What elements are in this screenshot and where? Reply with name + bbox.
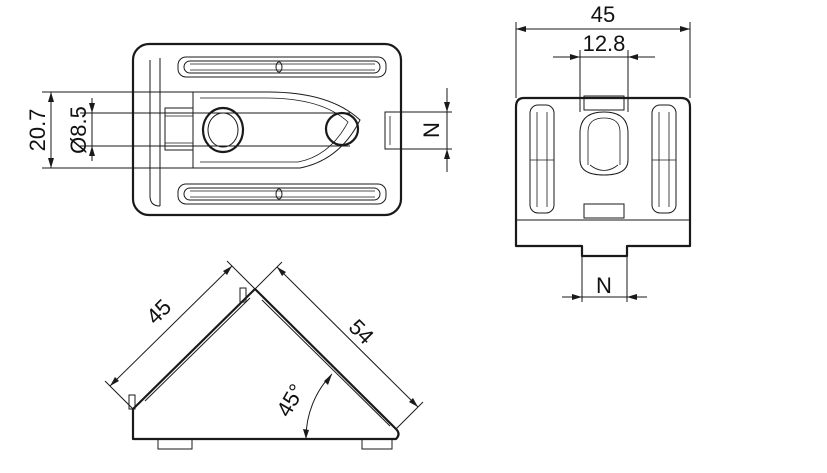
label-right-slot: N [419,122,444,138]
label-hole-diameter: Ø8.5 [66,106,91,154]
front-view-outline [514,96,692,258]
lower-rib-slot [177,183,387,205]
front-view [514,95,692,258]
center-pocket [579,111,629,176]
label-side-b: 54 [344,314,379,349]
label-side-a: 45 [141,294,176,329]
label-top-width: 45 [591,2,615,27]
right-tab [384,111,402,150]
countersink-pocket [192,91,361,169]
label-slot-width: 12.8 [583,31,626,56]
top-key [583,95,625,111]
label-bottom-slot: N [596,273,612,298]
top-view-left-step [149,60,161,207]
label-height: 20.7 [25,109,50,152]
round-hole [324,111,360,147]
oval-hole [201,106,245,154]
right-rib [651,104,677,214]
upper-rib-slot [177,56,387,78]
bottom-key [583,203,625,219]
label-angle: 45° [271,380,309,421]
left-rib [529,104,555,214]
dimension-lines [42,22,691,440]
top-view [131,42,403,217]
